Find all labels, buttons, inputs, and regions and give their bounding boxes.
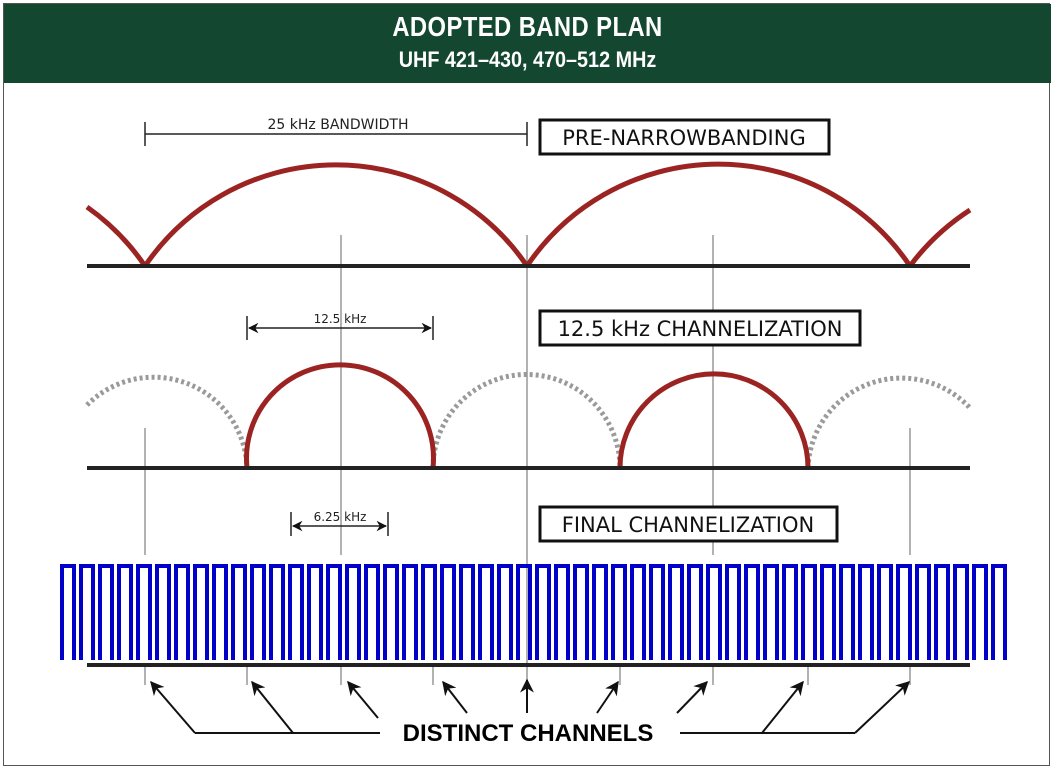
bandwidth-12-5khz-label: 12.5 kHz	[314, 312, 367, 326]
arrow-icon	[596, 680, 619, 714]
final-channelization-label: FINAL CHANNELIZATION	[562, 513, 815, 537]
former-channel-dotted-arc	[805, 375, 972, 469]
former-channel-dotted-arc	[430, 372, 623, 469]
wide-channel-arc	[85, 204, 148, 268]
arrow-icon	[251, 680, 294, 734]
final-channelization-section: 6.25 kHz FINAL CHANNELIZATION	[60, 505, 1007, 667]
distinct-channels-label: DISTINCT CHANNELS	[403, 720, 654, 747]
bandwidth-25khz-label: 25 kHz BANDWIDTH	[268, 117, 409, 133]
narrow-channel-arc	[244, 362, 436, 469]
former-channel-dotted-arc	[85, 374, 250, 469]
narrow-channel-arc	[617, 371, 811, 469]
diagram-subtitle: UHF 421–430, 470–512 MHz	[398, 47, 657, 72]
channelization-12-5-label: 12.5 kHz CHANNELIZATION	[558, 317, 843, 341]
channel-center-lines	[144, 235, 911, 690]
arrow-icon	[442, 680, 468, 714]
arrow-icon	[347, 680, 379, 719]
arrow-icon	[676, 680, 708, 714]
arrow-icon	[761, 680, 804, 734]
bandwidth-6-25khz-label: 6.25 kHz	[314, 510, 367, 524]
pre-narrowbanding-box	[538, 118, 831, 156]
channel-pulse-train	[60, 564, 1007, 660]
arrow-icon	[150, 680, 196, 734]
pre-narrowbanding-section: 25 kHz BANDWIDTH PRE-NARROWBANDING	[85, 117, 972, 268]
distinct-channels-callout	[150, 678, 911, 734]
diagram-frame	[3, 3, 1050, 766]
final-channelization-box	[538, 505, 839, 543]
header-banner: ADOPTED BAND PLAN UHF 421–430, 470–512 M…	[4, 4, 1051, 83]
diagram-title: ADOPTED BAND PLAN	[392, 11, 663, 42]
wide-channel-arc	[142, 162, 530, 268]
pre-narrowbanding-label: PRE-NARROWBANDING	[562, 126, 805, 150]
wide-channel-arc	[524, 161, 913, 268]
wide-channel-arc	[907, 207, 972, 268]
channelization-12-5-box	[538, 309, 862, 347]
channelization-12-5-section: 12.5 kHz 12.5 kHz CHANNELIZATION	[85, 309, 972, 470]
arrow-icon	[854, 681, 911, 734]
